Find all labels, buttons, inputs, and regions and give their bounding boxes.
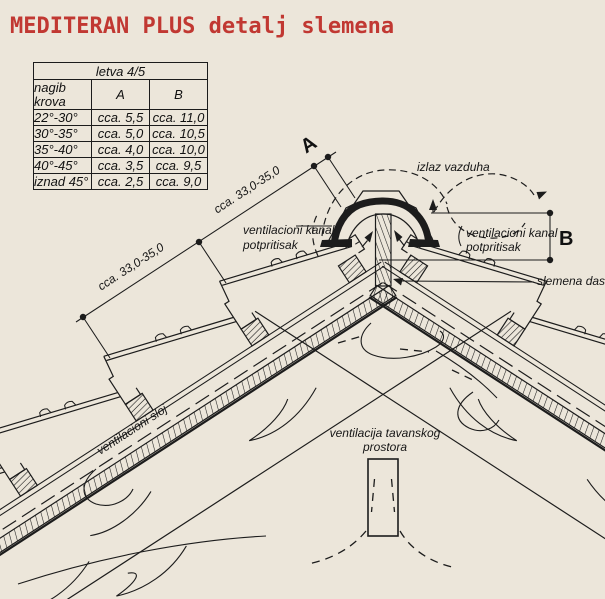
- air-flow-arrow-left: [361, 231, 373, 248]
- left-slope: [0, 233, 512, 599]
- dimension-b: B: [379, 209, 573, 264]
- air-exit-arrow: [429, 199, 437, 213]
- table-row: iznad 45° cca. 2,5 cca. 9,0: [33, 173, 208, 190]
- ridge-board-label: slemena daska: [393, 274, 605, 288]
- air-outlet-label: izlaz vazduha: [417, 160, 490, 174]
- ridge-board: [374, 213, 392, 287]
- air-stream-arc: [321, 169, 448, 237]
- attic-vent-label-2: prostora: [362, 440, 407, 454]
- air-flow-arrow-right: [394, 230, 405, 247]
- table-row: 30°-35° cca. 5,0 cca. 10,5: [33, 125, 208, 142]
- dim-b-label: B: [559, 228, 573, 250]
- dim-a-label: A: [297, 132, 321, 158]
- svg-text:ventilacioni kanal: ventilacioni kanal: [466, 226, 558, 240]
- vent-channel-label-left: ventilacioni kanal potpritisak: [242, 223, 335, 252]
- right-slope: [254, 233, 605, 552]
- air-stream-arc: [446, 206, 526, 239]
- dimension-batten-spacing: cca. 33,0-35,0 cca. 33,0-35,0 A: [75, 132, 356, 359]
- air-stream-arc: [458, 225, 463, 247]
- table-row: 35°-40° cca. 4,0 cca. 10,0: [33, 141, 208, 158]
- attic-vent-label-1: ventilacija tavanskog: [330, 426, 441, 440]
- wood-grain: [17, 322, 500, 585]
- air-stream-arc: [433, 173, 535, 213]
- air-stream-arrowhead: [536, 191, 547, 200]
- attic-vent: ventilacija tavanskog prostora: [307, 426, 453, 568]
- air-stream-arc: [312, 214, 319, 257]
- dim-spacing-label-upper: cca. 33,0-35,0: [211, 163, 283, 216]
- svg-text:slemena daska: slemena daska: [537, 274, 605, 288]
- svg-text:potpritisak: potpritisak: [242, 238, 299, 252]
- attic-vent-duct: [367, 458, 399, 537]
- page-title: MEDITERAN PLUS detalj slemena: [10, 14, 395, 39]
- col-header-b: B: [149, 79, 208, 110]
- ridge-cap-tile: [320, 190, 440, 249]
- svg-text:ventilacioni kanal: ventilacioni kanal: [243, 223, 335, 237]
- svg-text:potpritisak: potpritisak: [465, 240, 522, 254]
- dim-spacing-label-lower: cca. 33,0-35,0: [95, 240, 167, 293]
- vent-channel-label-right: ventilacioni kanal potpritisak: [465, 226, 558, 254]
